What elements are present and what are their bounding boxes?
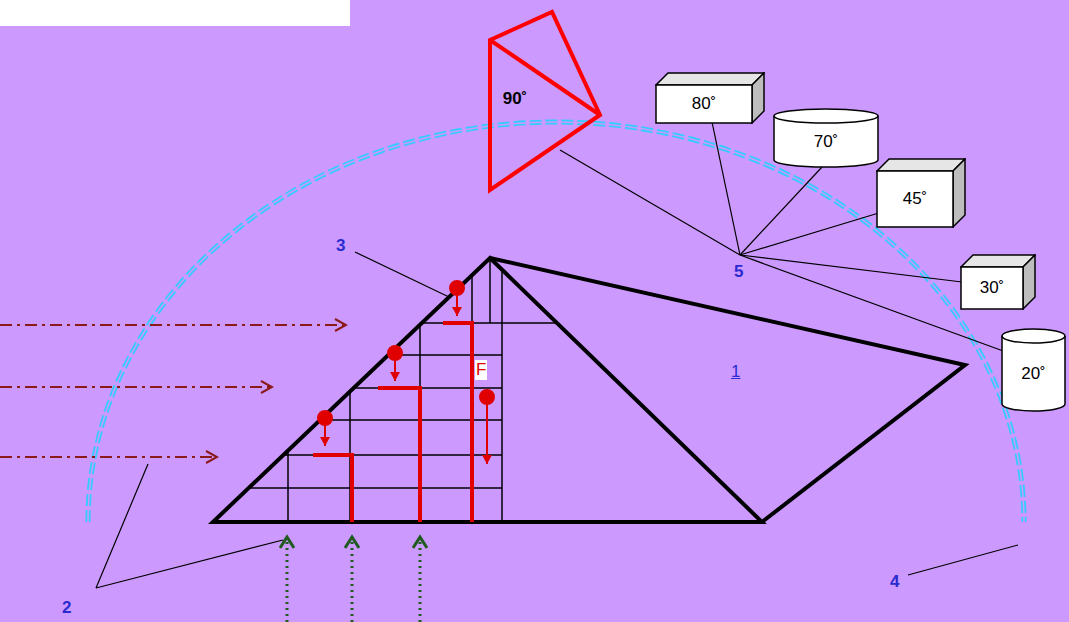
angle-label: 45˚	[877, 171, 953, 227]
angle-label: 20˚	[1002, 343, 1065, 405]
cube-shape: 45˚	[876, 158, 966, 228]
kite-shape: 90˚	[486, 8, 604, 194]
angle-label: 30˚	[961, 267, 1023, 309]
callout-number: 4	[890, 572, 899, 592]
force-label: F	[475, 360, 487, 380]
cylinder-shape: 20˚	[1001, 328, 1066, 412]
angle-label: 90˚	[494, 86, 536, 112]
callout-number: 5	[734, 262, 743, 282]
callout-number: 1	[731, 362, 740, 382]
angle-label: 80˚	[656, 85, 752, 123]
cylinder-shape: 70˚	[773, 108, 879, 168]
callout-number: 3	[336, 236, 345, 256]
callout-number: 2	[62, 598, 71, 618]
angle-label: 70˚	[774, 123, 878, 161]
cube-shape: 30˚	[960, 254, 1036, 310]
cube-shape: 80˚	[655, 72, 765, 124]
